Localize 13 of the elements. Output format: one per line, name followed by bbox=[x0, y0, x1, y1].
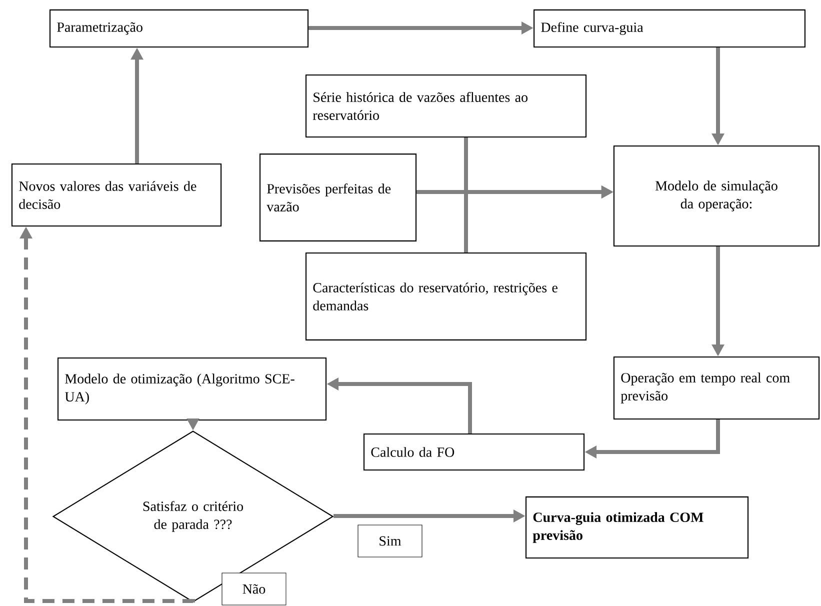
process-box: Calculo da FO bbox=[363, 433, 585, 471]
process-box: Modelo de otimização (Algoritmo SCE-UA) bbox=[57, 357, 327, 421]
process-box: Características do reservatório, restrições e demandas bbox=[305, 252, 587, 340]
process-box: Previsões perfeitas de vazão bbox=[259, 154, 417, 242]
process-box: Modelo de simulação da operação: bbox=[613, 145, 820, 247]
process-box: Define curva-guia bbox=[534, 9, 806, 48]
process-box: Série histórica de vazões afluentes ao reservatório bbox=[305, 74, 587, 138]
process-box: Novos valores das variáveis de decisão bbox=[11, 163, 222, 227]
edge-label: Não bbox=[222, 572, 286, 606]
edge-label: Sim bbox=[358, 524, 422, 558]
process-box: Parametrização bbox=[49, 9, 309, 48]
process-box: Operação em tempo real com previsão bbox=[613, 356, 820, 420]
result-box: Curva-guia otimizada COM previsão bbox=[525, 496, 749, 559]
